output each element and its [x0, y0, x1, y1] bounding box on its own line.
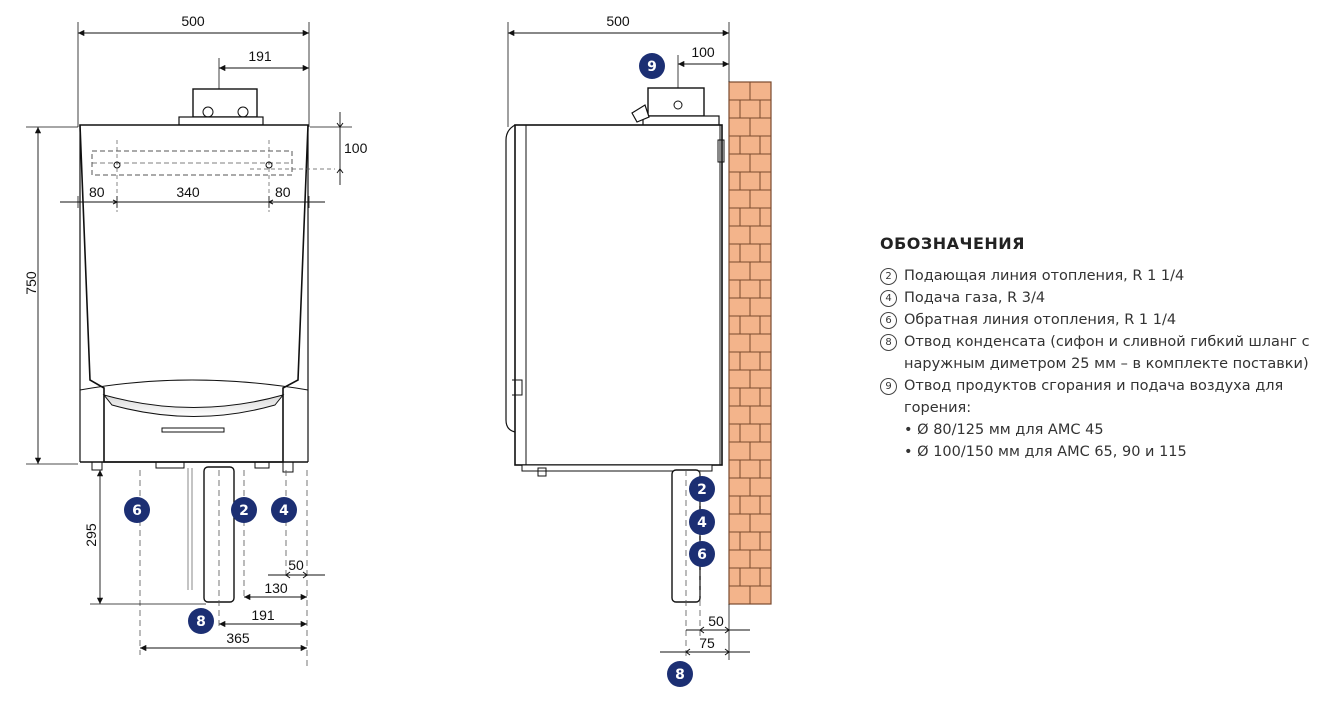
legend-text-8: Отвод конденсата (сифон и сливной гибкий… — [904, 334, 1310, 372]
legend-num-2: 2 — [880, 268, 897, 285]
front-width-label: 500 — [181, 13, 205, 29]
legend-sub-item: Ø 100/150 мм для AMC 65, 90 и 115 — [904, 441, 1310, 463]
front-fitting-2 — [155, 461, 185, 469]
legend-text-2: Подающая линия отопления, R 1 1/4 — [904, 268, 1185, 284]
side-offset-50-label: 50 — [708, 613, 724, 629]
front-fitting-1 — [91, 461, 103, 471]
legend-sub-item: Ø 80/125 мм для AMC 45 — [904, 419, 1310, 441]
svg-text:6: 6 — [697, 547, 707, 563]
svg-text:4: 4 — [279, 503, 289, 519]
front-flue-hole — [202, 106, 214, 118]
badge-side-8: 8 — [667, 661, 693, 687]
svg-text:4: 4 — [697, 515, 707, 531]
side-view — [505, 22, 772, 660]
front-flue-collar — [192, 88, 258, 118]
badge-front-4: 4 — [271, 497, 297, 523]
front-view — [26, 22, 352, 670]
side-offset-75-label: 75 — [699, 635, 715, 651]
legend-num-6: 6 — [880, 312, 897, 329]
legend-text-6: Обратная линия отопления, R 1 1/4 — [904, 312, 1177, 328]
front-pipe-height-label: 295 — [83, 523, 99, 547]
badge-side-4: 4 — [689, 509, 715, 535]
front-panel-curve — [79, 379, 309, 391]
legend-item-8: 8 Отвод конденсата (сифон и сливной гибк… — [880, 331, 1310, 375]
side-flue-offset-label: 100 — [691, 44, 715, 60]
legend-text-9: Отвод продуктов сгорания и подача воздух… — [904, 378, 1284, 416]
badge-side-9: 9 — [639, 53, 665, 79]
legend-num-4: 4 — [880, 290, 897, 307]
badge-side-6: 6 — [689, 541, 715, 567]
svg-text:8: 8 — [196, 614, 206, 630]
legend-item-6: 6 Обратная линия отопления, R 1 1/4 — [880, 309, 1310, 331]
front-bracket-left-label: 80 — [89, 184, 105, 200]
badge-front-2: 2 — [231, 497, 257, 523]
legend-item-2: 2 Подающая линия отопления, R 1 1/4 — [880, 265, 1310, 287]
front-handle — [161, 427, 225, 433]
legend: ОБОЗНАЧЕНИЯ 2 Подающая линия отопления, … — [880, 234, 1310, 463]
svg-text:6: 6 — [132, 503, 142, 519]
legend-title: ОБОЗНАЧЕНИЯ — [880, 234, 1025, 253]
badge-front-8: 8 — [188, 608, 214, 634]
front-flue-hole-2 — [237, 106, 249, 118]
svg-text:9: 9 — [647, 59, 657, 75]
front-top-depth-label: 100 — [344, 140, 368, 156]
svg-text:2: 2 — [697, 482, 707, 498]
legend-item-9: 9 Отвод продуктов сгорания и подача возд… — [880, 375, 1310, 463]
front-bracket-right-label: 80 — [275, 184, 291, 200]
front-height-label: 750 — [23, 271, 39, 295]
front-heating-return-label: 365 — [226, 630, 250, 646]
side-width-label: 500 — [606, 13, 630, 29]
front-flue-offset-label: 191 — [248, 48, 272, 64]
front-flue-base — [178, 116, 264, 126]
front-gas-offset-label: 50 — [288, 557, 304, 573]
legend-num-9: 9 — [880, 378, 897, 395]
legend-text-4: Подача газа, R 3/4 — [904, 290, 1046, 306]
front-fitting-3 — [254, 461, 270, 469]
legend-num-8: 8 — [880, 334, 897, 351]
front-return-offset-label: 130 — [264, 580, 288, 596]
front-bracket-span-label: 340 — [176, 184, 200, 200]
legend-list: 2 Подающая линия отопления, R 1 1/4 4 По… — [880, 265, 1310, 463]
svg-text:8: 8 — [675, 667, 685, 683]
badge-front-6: 6 — [124, 497, 150, 523]
front-fitting-gas — [282, 461, 294, 473]
legend-item-4: 4 Подача газа, R 3/4 — [880, 287, 1310, 309]
badge-side-2: 2 — [689, 476, 715, 502]
svg-text:2: 2 — [239, 503, 249, 519]
legend-sub-list: Ø 80/125 мм для AMC 45 Ø 100/150 мм для … — [904, 419, 1310, 463]
side-flue-elbow — [631, 104, 650, 123]
front-display-panel — [102, 394, 285, 417]
side-boiler-body — [514, 124, 723, 466]
front-condensate-offset-label: 191 — [251, 607, 275, 623]
